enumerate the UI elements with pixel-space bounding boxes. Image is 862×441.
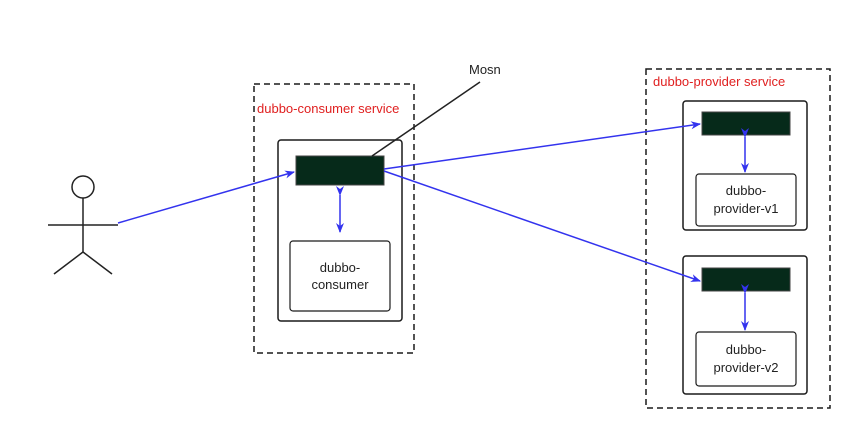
mosn-callout-label: Mosn (469, 62, 501, 77)
provider-v2-app-box[interactable] (695, 331, 797, 387)
provider-v2-app-label-line2: provider-v2 (713, 360, 778, 375)
user-to-consumer-arrow (117, 170, 295, 224)
consumer-app-label-line2: consumer (311, 277, 369, 292)
user-stick-figure-icon (48, 175, 118, 275)
provider-v2-app-label-line1: dubbo- (726, 342, 766, 357)
consumer-service-boundary (253, 83, 415, 354)
consumer-service-label: dubbo-consumer service (257, 101, 399, 116)
mosn-callout-line (371, 81, 481, 157)
consumer-to-provider-v1-arrow (383, 121, 701, 170)
provider-v1-app-box[interactable] (695, 173, 797, 227)
provider-v2-mosn-sidecar[interactable] (701, 267, 791, 292)
consumer-app-label-line1: dubbo- (320, 260, 360, 275)
consumer-mosn-sidecar[interactable] (295, 155, 385, 186)
provider-v1-mosn-sidecar[interactable] (701, 111, 791, 136)
provider-v1-app-label-line2: provider-v1 (713, 201, 778, 216)
provider-service-label: dubbo-provider service (653, 74, 785, 89)
consumer-app-box[interactable] (289, 240, 391, 312)
consumer-to-provider-v2-arrow (383, 170, 701, 282)
provider-service-boundary (645, 68, 831, 409)
provider-v1-app-label-line1: dubbo- (726, 183, 766, 198)
